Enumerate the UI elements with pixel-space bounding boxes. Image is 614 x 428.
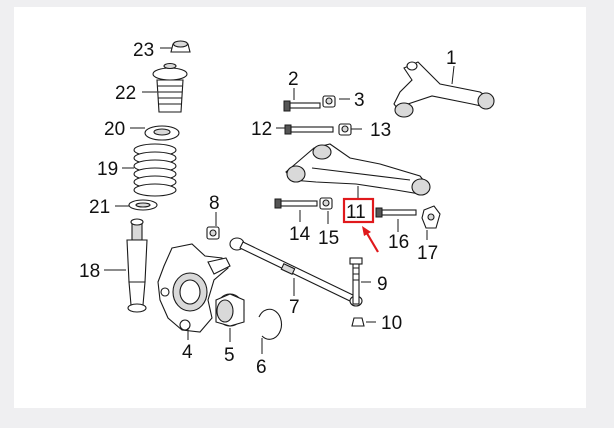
part-6-snap-ring: [258, 308, 282, 340]
callout-19: 19: [97, 159, 118, 180]
callout-10: 10: [381, 313, 402, 334]
part-11-lower-control-arm: [285, 143, 431, 196]
part-13-nut: [338, 123, 352, 136]
callout-17: 17: [417, 243, 438, 264]
part-14-bolt: [274, 198, 318, 209]
part-18-shock-absorber: [126, 218, 148, 313]
part-15-nut: [319, 197, 333, 210]
part-19-coil-spring: [133, 143, 177, 197]
callout-14: 14: [289, 224, 311, 245]
part-12-bolt: [284, 124, 334, 135]
highlight-callout-11: [342, 197, 379, 253]
part-22-strut-boot: [152, 62, 188, 113]
part-3-nut: [322, 95, 336, 108]
diagram-canvas: [14, 7, 586, 408]
callout-1: 1: [446, 48, 457, 69]
part-8-nut: [206, 226, 220, 240]
part-4-knuckle: [157, 243, 231, 333]
callout-8: 8: [209, 193, 220, 214]
part-9-bolt: [349, 257, 363, 305]
callout-22: 22: [115, 83, 136, 104]
callout-15: 15: [318, 228, 339, 249]
callout-16: 16: [388, 232, 409, 253]
part-21-isolator: [128, 199, 158, 211]
callout-23: 23: [133, 40, 154, 61]
part-20-spring-seat: [144, 125, 180, 141]
part-16-bolt: [375, 207, 417, 218]
callout-20: 20: [104, 119, 125, 140]
part-17-cam-washer: [421, 205, 441, 229]
part-2-bolt: [283, 100, 321, 112]
callout-labels: 23 22 20 19 21 18 1 2 3 12 13 8 11 14 15…: [79, 40, 457, 378]
part-7-lateral-link: [229, 237, 363, 307]
part-5-hub-bearing: [215, 293, 245, 327]
callout-5: 5: [224, 345, 235, 366]
part-23-mount-nut: [170, 40, 191, 53]
callout-18: 18: [79, 261, 100, 282]
callout-21: 21: [89, 197, 110, 218]
callout-9: 9: [377, 274, 388, 295]
part-1-upper-control-arm: [393, 61, 495, 118]
callout-7: 7: [289, 297, 300, 318]
callout-6: 6: [256, 357, 267, 378]
callout-2: 2: [288, 69, 299, 90]
callout-13: 13: [370, 120, 391, 141]
callout-4: 4: [182, 342, 193, 363]
callout-12: 12: [251, 119, 272, 140]
leader-lines: [104, 47, 455, 354]
part-10-nut: [351, 317, 365, 327]
callout-3: 3: [354, 90, 365, 111]
callout-11: 11: [346, 202, 366, 223]
